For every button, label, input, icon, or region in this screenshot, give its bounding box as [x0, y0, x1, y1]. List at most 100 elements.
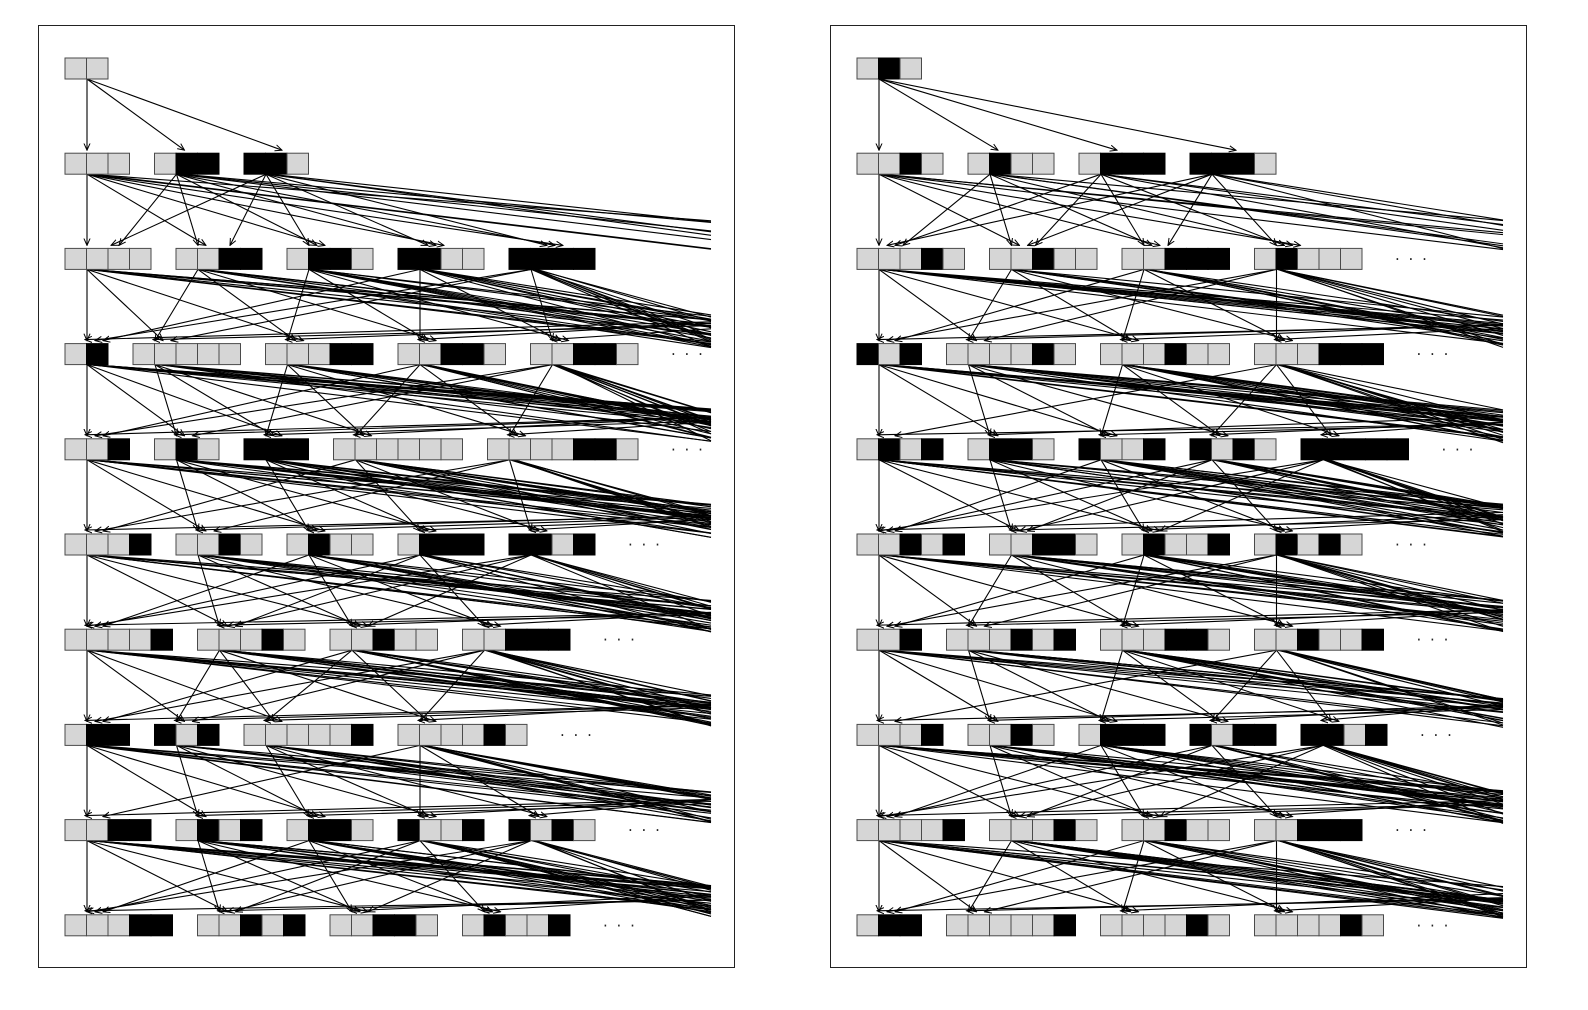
tree-edge-arrow [989, 459, 1152, 531]
empty-cell [483, 628, 506, 651]
filled-cell [462, 819, 485, 842]
offscreen-edge [1211, 173, 1504, 250]
empty-cell [333, 438, 356, 461]
empty-cell [1275, 628, 1298, 651]
empty-cell [1254, 343, 1277, 366]
empty-cell [175, 723, 198, 746]
empty-cell [1143, 343, 1166, 366]
empty-cell [1121, 628, 1144, 651]
empty-cell [286, 819, 309, 842]
tree-edge-arrow [895, 840, 1145, 912]
filled-cell [1232, 152, 1255, 175]
offscreen-edge [1012, 840, 1504, 904]
binary-string-node: 000010 [1100, 914, 1230, 937]
empty-cell [462, 628, 485, 651]
offscreen-edge [419, 840, 712, 893]
empty-cell [1032, 819, 1055, 842]
offscreen-edge [531, 840, 712, 889]
empty-cell [86, 438, 109, 461]
offscreen-edge [1127, 364, 1504, 441]
empty-cell [878, 533, 901, 556]
empty-cell [107, 152, 130, 175]
offscreen-edge [1279, 268, 1504, 330]
offscreen-edge [311, 554, 712, 609]
incoming-edge-arrow [1321, 703, 1504, 720]
tree-edge-arrow [1160, 744, 1324, 816]
offscreen-edge [1146, 268, 1504, 331]
empty-cell [197, 343, 220, 366]
filled-cell [989, 438, 1012, 461]
offscreen-edge [92, 744, 712, 811]
tree-edge-arrow [878, 173, 1160, 245]
empty-cell [989, 533, 1012, 556]
incoming-edge-arrow [418, 519, 712, 530]
tree-edge-arrow [878, 173, 1301, 245]
filled-cell [107, 819, 130, 842]
incoming-edge-arrow [967, 897, 1504, 911]
tree-edge-arrow [266, 649, 353, 721]
tree-edge-arrow [86, 840, 368, 912]
binary-string-node: 010 [154, 438, 220, 461]
offscreen-edge [287, 364, 712, 422]
incoming-edge-arrow [529, 799, 712, 816]
offscreen-edge [1217, 459, 1504, 507]
incoming-edge-arrow [218, 614, 712, 625]
offscreen-edge [1278, 554, 1504, 604]
tree-edge-arrow [355, 459, 421, 531]
empty-cell [286, 152, 309, 175]
filled-cell [1318, 533, 1341, 556]
tree-edge-arrow [419, 554, 485, 626]
tree-edge-arrow [86, 173, 325, 245]
empty-cell [1121, 533, 1144, 556]
binary-string-node: 0011 [175, 247, 263, 270]
empty-cell [1254, 628, 1277, 651]
binary-string-node: 001001 [1254, 628, 1384, 651]
filled-cell [197, 723, 220, 746]
tree-edge-arrow [878, 744, 1020, 816]
filled-cell [351, 723, 374, 746]
incoming-edge-arrow [418, 322, 712, 339]
tree-edge-arrow [878, 173, 1020, 245]
offscreen-edge [1014, 554, 1504, 602]
tree-edge-arrow [895, 268, 1145, 340]
tree-edge-arrow [86, 173, 444, 245]
offscreen-edge [534, 840, 712, 887]
tree-edge-arrow [95, 840, 421, 912]
more-nodes-ellipsis: · · · [1417, 346, 1451, 364]
empty-cell [154, 343, 177, 366]
offscreen-edge [270, 744, 712, 822]
offscreen-edge [92, 744, 712, 823]
more-nodes-ellipsis: · · · [1395, 250, 1429, 268]
tree-edge-arrow [878, 364, 1117, 436]
tree-edge-arrow [1011, 268, 1293, 340]
binary-string-node: 011 [64, 723, 130, 746]
binary-string-node: 1100 [397, 247, 485, 270]
empty-cell [376, 438, 399, 461]
incoming-edge-arrow [483, 612, 712, 625]
tree-edge-arrow [368, 554, 532, 626]
filled-cell [878, 914, 901, 937]
offscreen-edge [1277, 554, 1504, 611]
offscreen-edge [425, 840, 712, 907]
tree-edge-arrow [1122, 649, 1221, 721]
binary-string-node: 00100 [329, 628, 438, 651]
empty-cell [175, 533, 198, 556]
tree-edge-arrow [1211, 745, 1277, 816]
filled-cell [308, 247, 331, 270]
filled-cell [86, 723, 109, 746]
more-nodes-ellipsis: · · · [671, 346, 705, 364]
tree-edge-arrow [155, 269, 199, 340]
tree-edge-arrow [103, 649, 353, 721]
offscreen-edge [155, 364, 712, 411]
filled-cell [530, 247, 553, 270]
offscreen-edge [314, 554, 712, 621]
binary-string-node: 0111 [397, 533, 485, 556]
tree-edge-arrow [265, 173, 428, 245]
offscreen-edge [1278, 649, 1504, 703]
offscreen-edge [992, 744, 1504, 814]
empty-cell [329, 723, 352, 746]
incoming-edge-arrow [85, 321, 712, 340]
incoming-edge-arrow [85, 798, 712, 815]
tree-edge-arrow [1101, 364, 1124, 436]
empty-cell [197, 438, 220, 461]
